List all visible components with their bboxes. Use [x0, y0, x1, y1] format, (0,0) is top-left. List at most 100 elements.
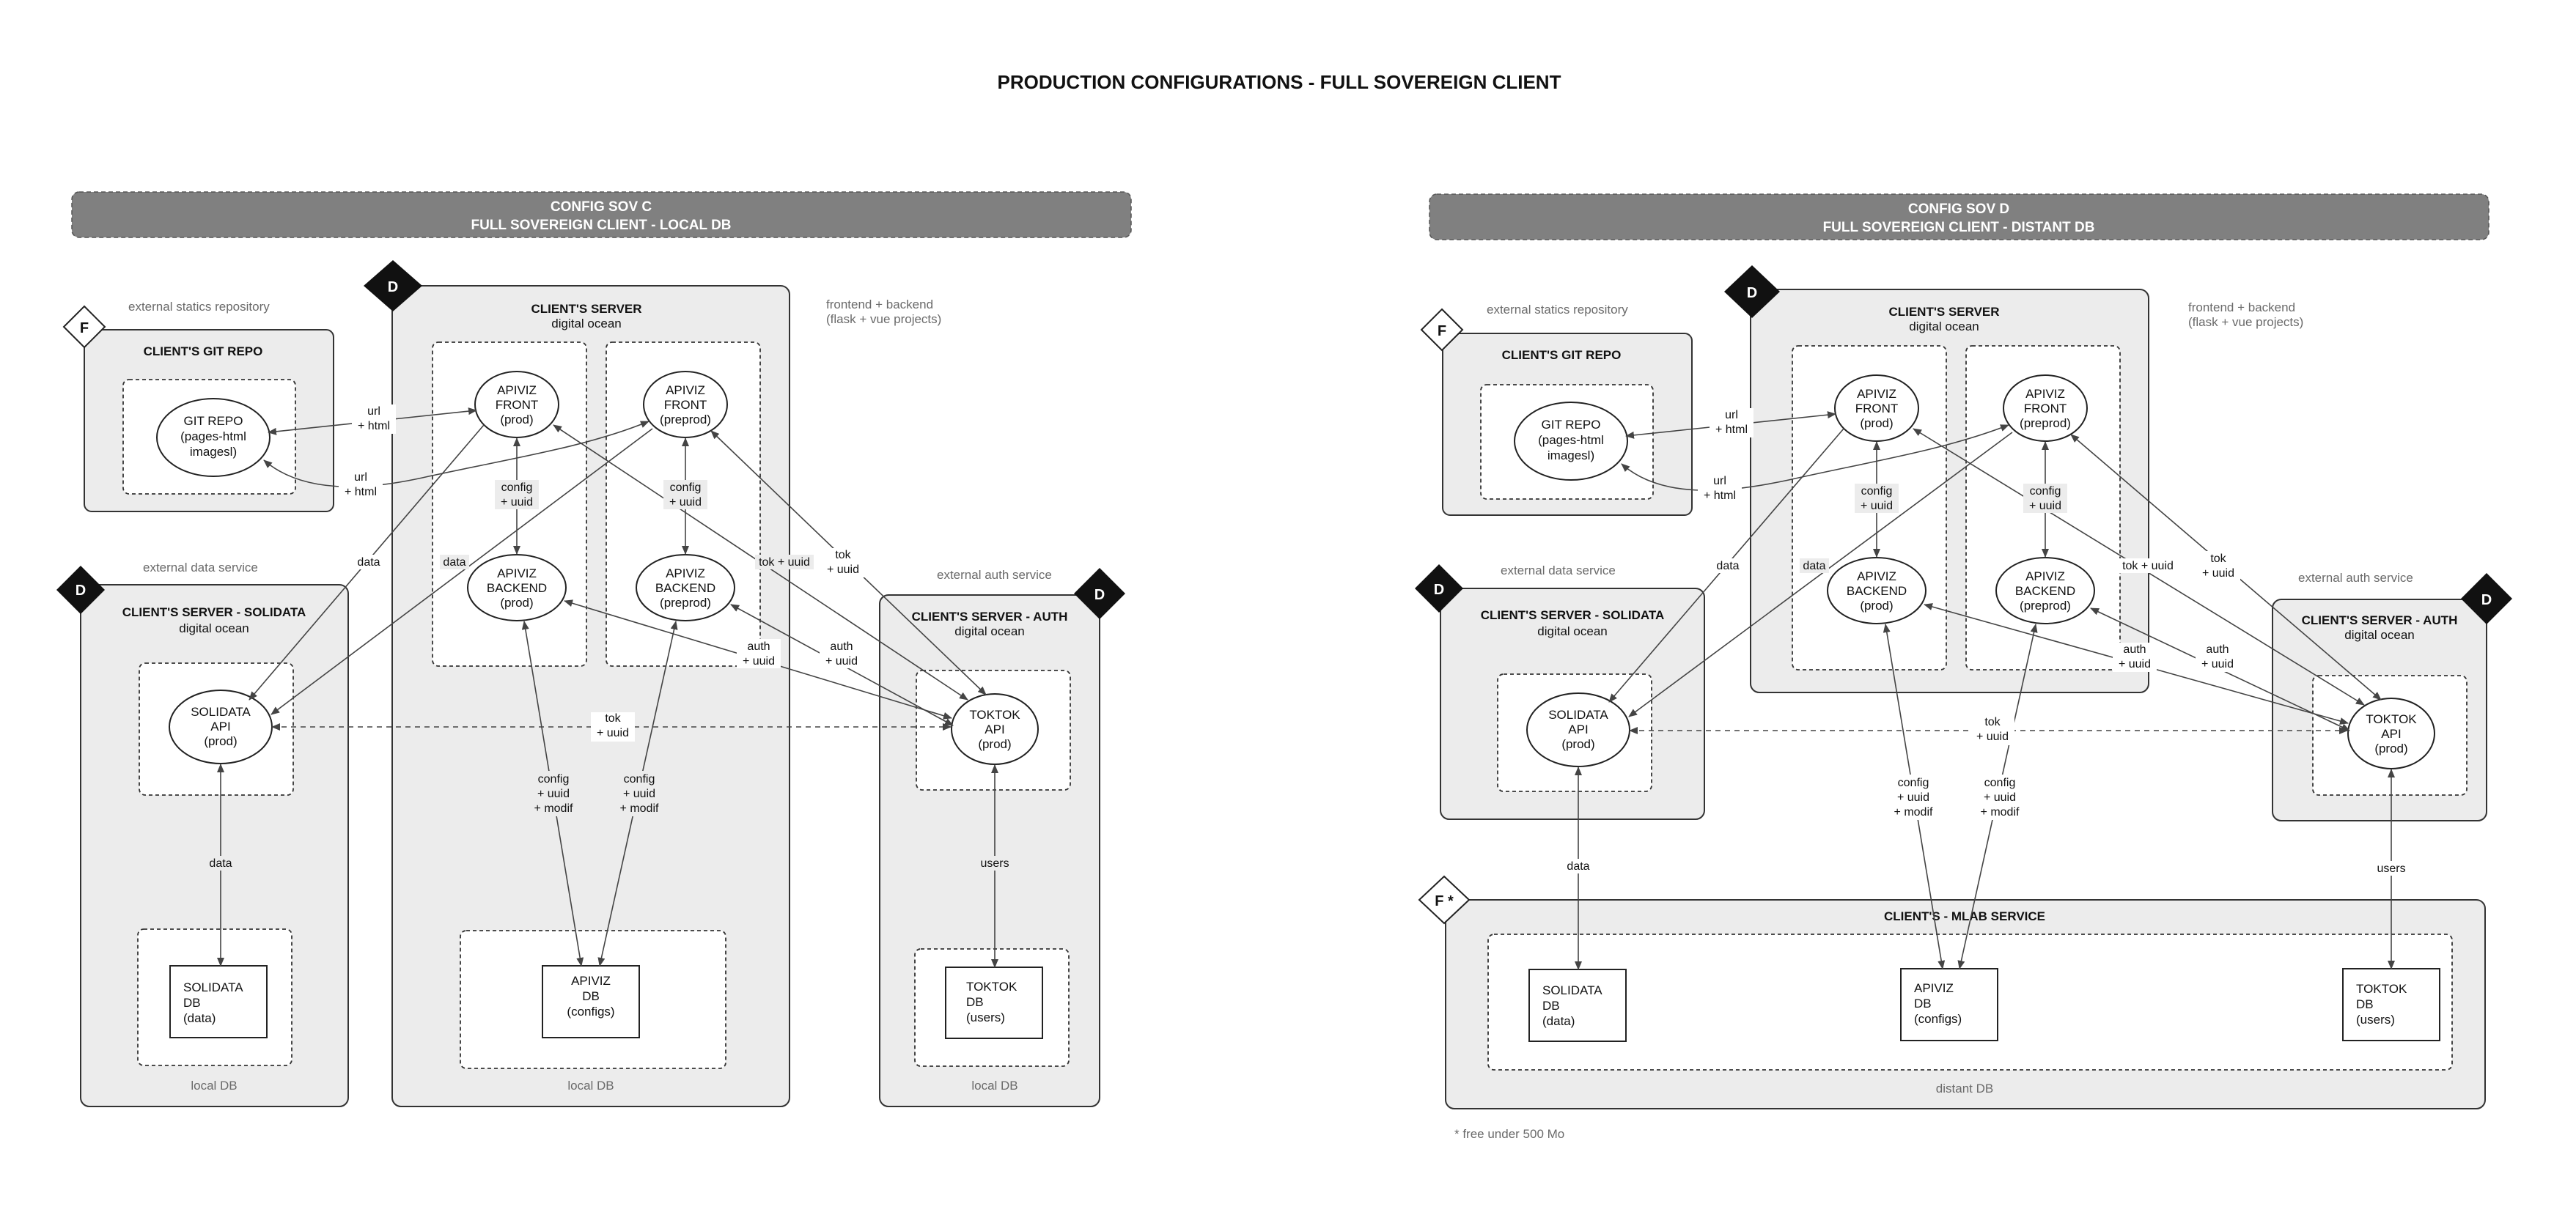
config-d-label-data3: data: [1567, 860, 1589, 873]
config-c-solidata-title: CLIENT'S SERVER - SOLIDATA: [122, 605, 306, 619]
config-d-solidata-api-l2: API: [1568, 723, 1588, 736]
config-c-git-node-l2: (pages-html: [180, 429, 246, 443]
config-c-toktok-api-l3: (prod): [978, 737, 1011, 751]
config-d-front-prod-l2: FRONT: [1855, 402, 1899, 415]
config-d-solidata-db-l3: (data): [1542, 1014, 1575, 1028]
config-d-solidata-subtitle: digital ocean: [1537, 624, 1607, 638]
config-d-git-badge-label: F: [1438, 323, 1446, 339]
config-d-label-data1: data: [1716, 560, 1739, 572]
config-c-auth-subtitle: digital ocean: [954, 624, 1024, 638]
config-d-git-title: CLIENT'S GIT REPO: [1502, 348, 1622, 362]
config-d-label-url2-b: + html: [1704, 489, 1736, 502]
config-d-toktok-db-l3: (users): [2356, 1013, 2395, 1027]
config-c-label-users: users: [980, 857, 1009, 870]
config-c-server-badge-label: D: [388, 279, 398, 295]
config-c-git-title: CLIENT'S GIT REPO: [144, 344, 263, 358]
config-c-backend-preprod-l2: BACKEND: [655, 581, 715, 595]
config-d-label-url2-a: url: [1713, 475, 1726, 487]
config-c-auth-title: CLIENT'S SERVER - AUTH: [912, 610, 1068, 624]
page-title: PRODUCTION CONFIGURATIONS - FULL SOVEREI…: [998, 71, 1561, 93]
config-c-label-auth2-b: + uuid: [825, 655, 858, 668]
config-c-label-data2: data: [443, 556, 465, 569]
config-c-toktok-api-l1: TOKTOK: [969, 708, 1020, 722]
config-c-front-preprod-l2: FRONT: [664, 398, 707, 412]
config-c-auth-caption: external auth service: [937, 568, 1052, 582]
config-d-label-cfgm1-a: config: [1898, 777, 1929, 789]
config-d-backend-preprod-l3: (preprod): [2020, 599, 2071, 613]
config-d-toktok-api-l3: (prod): [2374, 742, 2407, 755]
config-d-auth-badge-label: D: [2481, 592, 2492, 608]
config-d-label-cfgm1-c: + modif: [1894, 806, 1933, 819]
config-d-auth-title: CLIENT'S SERVER - AUTH: [2302, 613, 2458, 627]
config-c-toktok-db-l3: (users): [966, 1010, 1005, 1024]
config-c-git-node-l1: GIT REPO: [184, 414, 243, 428]
config-c-solidata-db-l2: DB: [183, 996, 201, 1010]
config-c-solidata-api-l2: API: [210, 720, 230, 734]
config-d-label-cfg2-b: + uuid: [2029, 500, 2061, 512]
config-c-apiviz-db-l2: DB: [582, 989, 600, 1003]
config-c-front-preprod-l1: APIVIZ: [666, 383, 705, 397]
config-d-solidata-title: CLIENT'S SERVER - SOLIDATA: [1481, 608, 1665, 622]
config-c-toktok-db-l2: DB: [966, 995, 984, 1009]
config-c-label-cfgm1-b: + uuid: [537, 788, 570, 800]
config-c-backend-preprod-l1: APIVIZ: [666, 566, 705, 580]
config-d-front-preprod-l2: FRONT: [2024, 402, 2067, 415]
config-c-backend-prod-l3: (prod): [500, 596, 533, 610]
config-d-edge-labels: url + html url + html config + uuid conf…: [1562, 408, 2411, 876]
config-c-server-caption-l1: frontend + backend: [826, 298, 933, 311]
config-d-mlab-footer: distant DB: [1936, 1082, 1993, 1095]
config-d-label-auth1-a: auth: [2123, 643, 2146, 656]
config-c-solidata-api-l1: SOLIDATA: [191, 705, 251, 719]
config-c-label-data3: data: [209, 857, 232, 870]
config-c-label-cfgm2-a: config: [624, 773, 655, 786]
config-d-backend-preprod-l1: APIVIZ: [2025, 569, 2065, 583]
config-c-apiviz-db-footer: local DB: [567, 1079, 614, 1093]
config-d-auth-subtitle: digital ocean: [2344, 628, 2414, 642]
config-d-backend-prod-l3: (prod): [1860, 599, 1893, 613]
config-d-git-node-l1: GIT REPO: [1542, 418, 1601, 432]
config-d-toktok-db-node: [2342, 968, 2440, 1041]
config-c-solidata-db-l1: SOLIDATA: [183, 980, 243, 994]
config-c-git-badge-label: F: [80, 320, 89, 336]
config-d-solidata-db-node: [1528, 969, 1627, 1042]
config-c-server-title: CLIENT'S SERVER: [531, 302, 641, 316]
config-c-solidata-db-l3: (data): [183, 1011, 216, 1025]
config-d-apiviz-db-l1: APIVIZ: [1914, 981, 1954, 995]
config-d-apiviz-db-l2: DB: [1914, 997, 1932, 1010]
config-c-label-url2-b: + html: [345, 486, 377, 498]
config-d-server-subtitle: digital ocean: [1909, 319, 1979, 333]
config-c-server-badge: [364, 260, 422, 311]
config-c-label-cfgm1-a: config: [538, 773, 570, 786]
config-d-backend-prod-l2: BACKEND: [1847, 584, 1907, 598]
config-d-git-caption: external statics repository: [1487, 303, 1628, 317]
config-c-solidata-api-l3: (prod): [204, 734, 237, 748]
config-d-toktok-api-l2: API: [2381, 727, 2401, 741]
config-c-label-cfgm2-b: + uuid: [623, 788, 655, 800]
config-c-auth-footer: local DB: [971, 1079, 1017, 1093]
config-c-label-data1: data: [357, 556, 380, 569]
config-c-label-tok-inline: tok + uuid: [759, 556, 810, 569]
config-c-toktok-db-node: [945, 967, 1043, 1039]
config-d-git-node-l3: imagesl): [1548, 448, 1594, 462]
config-d-auth-caption: external auth service: [2298, 571, 2413, 585]
config-d-label-cfg1-b: + uuid: [1861, 500, 1893, 512]
config-d-label-data2: data: [1803, 560, 1825, 572]
config-c-label-cfg1-b: + uuid: [501, 496, 533, 509]
config-d-label-cfgm1-b: + uuid: [1897, 791, 1929, 804]
config-d-solidata-api-l1: SOLIDATA: [1548, 708, 1608, 722]
config-d-label-auth2-b: + uuid: [2201, 658, 2234, 670]
config-c-front-prod-l2: FRONT: [496, 398, 539, 412]
config-c-banner: [71, 191, 1132, 238]
config-d-label-tok-b: + uuid: [2202, 567, 2234, 580]
config-d-backend-preprod-l2: BACKEND: [2015, 584, 2075, 598]
config-c-solidata-subtitle: digital ocean: [179, 621, 249, 635]
config-d-backend-prod-l1: APIVIZ: [1857, 569, 1896, 583]
config-d-front-preprod-l3: (preprod): [2020, 416, 2071, 430]
config-c-label-cfgm2-c: + modif: [620, 802, 659, 815]
config-d-solidata-api-l3: (prod): [1561, 737, 1594, 751]
config-d-auth-badge: [2461, 573, 2512, 624]
config-d-label-tok2-a: tok: [1984, 716, 2001, 728]
config-c-git-caption: external statics repository: [128, 300, 270, 314]
config-d-solidata-badge-label: D: [1434, 582, 1444, 598]
